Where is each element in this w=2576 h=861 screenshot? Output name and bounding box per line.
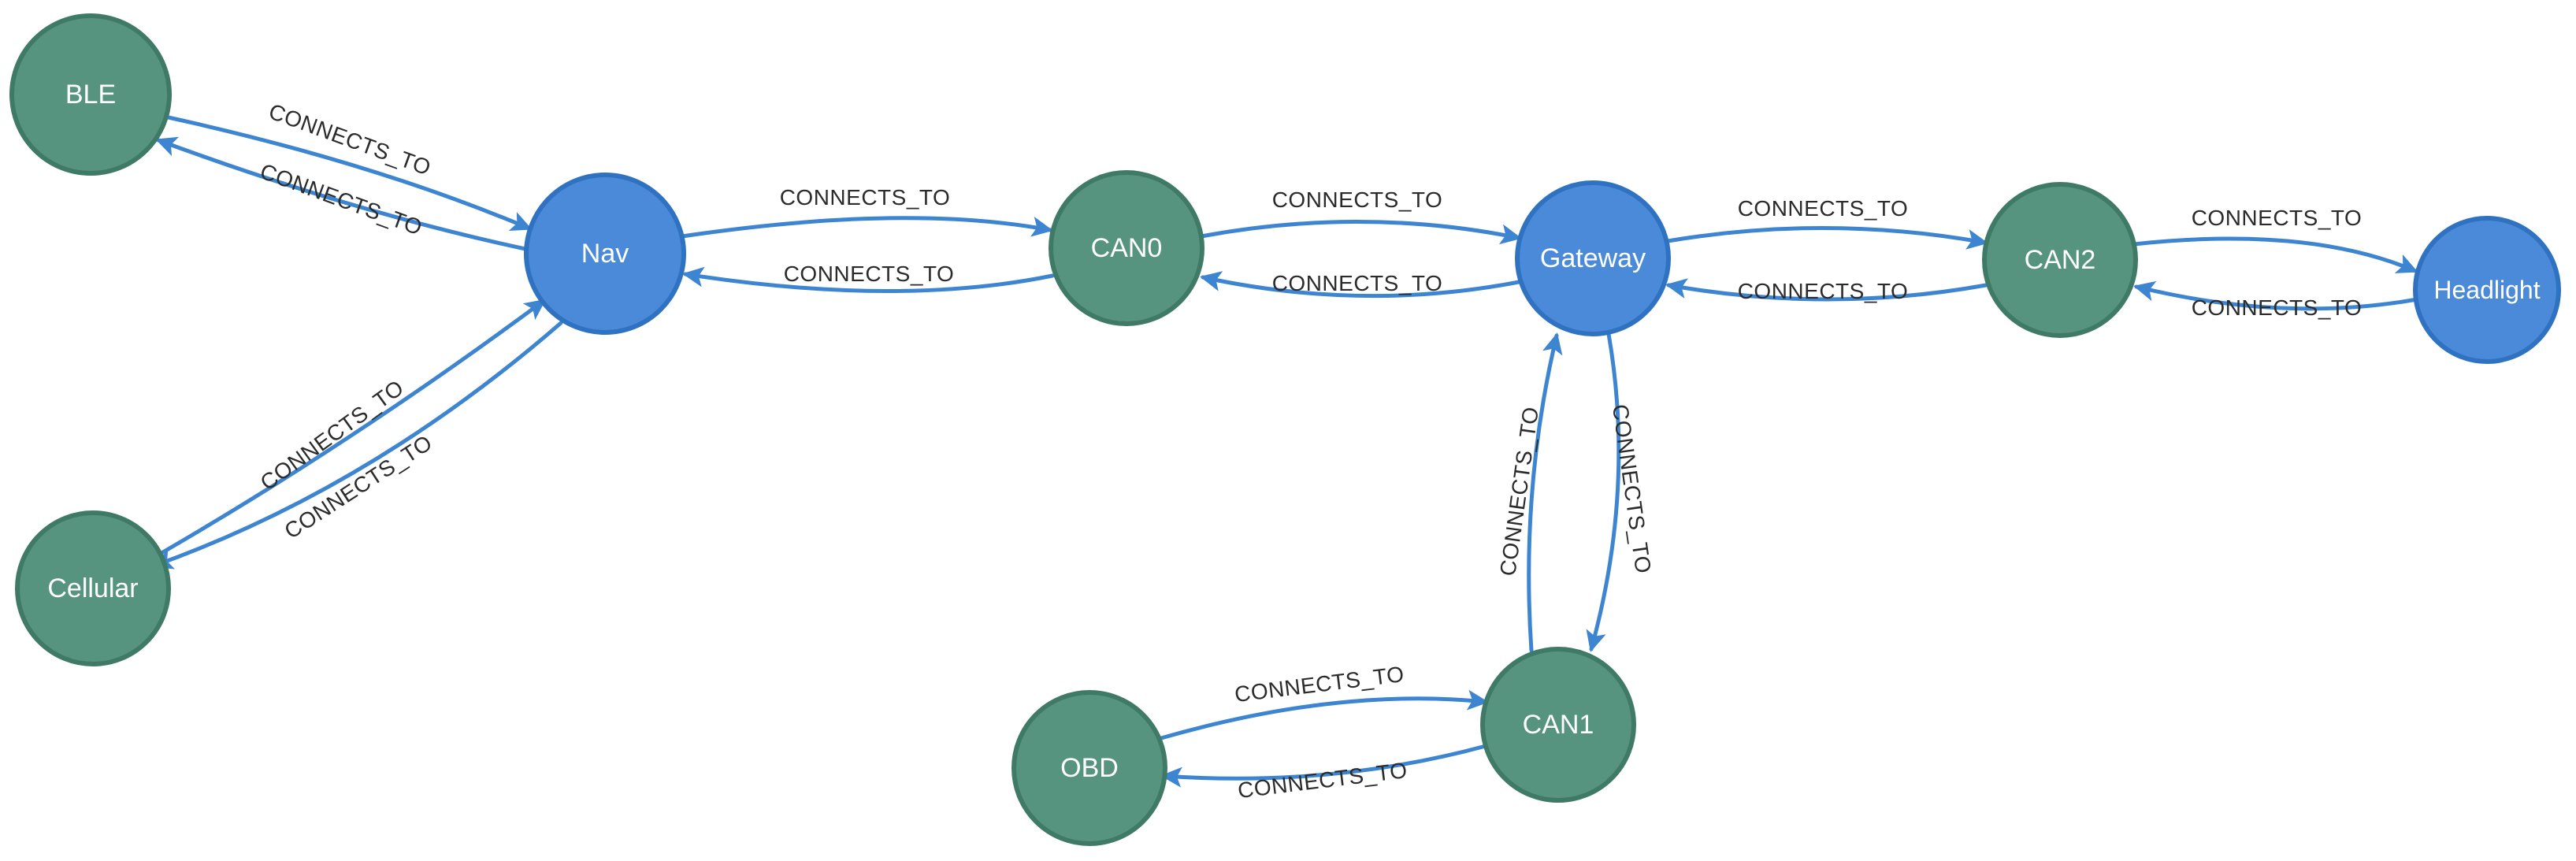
edge-label: CONNECTS_TO xyxy=(1738,196,1909,221)
graph-edge[interactable] xyxy=(682,266,1055,293)
graph-edge[interactable] xyxy=(155,136,535,253)
node-circle-headlight[interactable] xyxy=(2413,216,2561,364)
edge-label: CONNECTS_TO xyxy=(784,262,955,286)
edge-label: CONNECTS_TO xyxy=(1272,271,1443,295)
graph-edge[interactable] xyxy=(1159,689,1489,740)
node-circle-can2[interactable] xyxy=(1982,182,2138,338)
node-circle-ble[interactable] xyxy=(9,13,172,176)
graph-edge[interactable] xyxy=(1199,219,1522,245)
graph-node-obd[interactable]: OBD xyxy=(1011,690,1167,846)
graph-node-headlight[interactable]: Headlight xyxy=(2413,216,2561,364)
graph-node-gateway[interactable]: Gateway xyxy=(1515,180,1671,336)
graph-edge[interactable] xyxy=(1200,271,1521,299)
edges-layer xyxy=(151,114,2419,788)
node-circle-can0[interactable] xyxy=(1049,170,1204,326)
graph-edge[interactable] xyxy=(1527,332,1563,653)
node-circle-can1[interactable] xyxy=(1480,647,1636,803)
edge-label: CONNECTS_TO xyxy=(1236,758,1409,803)
graph-edge[interactable] xyxy=(2133,280,2419,311)
graph-edge[interactable] xyxy=(1586,332,1621,652)
graph-node-ble[interactable]: BLE xyxy=(9,13,172,176)
graph-node-nav[interactable]: Nav xyxy=(524,173,686,335)
graph-edge[interactable] xyxy=(1665,225,1988,250)
edge-label: CONNECTS_TO xyxy=(1738,279,1909,303)
node-circle-obd[interactable] xyxy=(1011,690,1167,846)
graph-node-can2[interactable]: CAN2 xyxy=(1982,182,2138,338)
edge-label: CONNECTS_TO xyxy=(780,185,951,210)
edge-label: CONNECTS_TO xyxy=(1608,403,1656,575)
graph-edge[interactable] xyxy=(1160,744,1488,788)
edge-label: CONNECTS_TO xyxy=(1272,187,1443,212)
edge-label: CONNECTS_TO xyxy=(257,158,425,239)
graph-edge[interactable] xyxy=(2132,236,2418,273)
graph-edge[interactable] xyxy=(1665,278,1988,302)
graph-node-can0[interactable]: CAN0 xyxy=(1049,170,1204,326)
edge-label: CONNECTS_TO xyxy=(2192,295,2363,320)
graph-edge[interactable] xyxy=(159,299,547,555)
graph-edge[interactable] xyxy=(680,216,1053,239)
graph-edge[interactable] xyxy=(162,114,533,232)
node-circle-gateway[interactable] xyxy=(1515,180,1671,336)
graph-node-cellular[interactable]: Cellular xyxy=(15,510,171,666)
node-circle-nav[interactable] xyxy=(524,173,686,335)
graph-node-can1[interactable]: CAN1 xyxy=(1480,647,1636,803)
graph-edge[interactable] xyxy=(151,321,563,570)
edge-label: CONNECTS_TO xyxy=(1495,405,1543,577)
node-circle-cellular[interactable] xyxy=(15,510,171,666)
edge-label: CONNECTS_TO xyxy=(2192,206,2363,230)
